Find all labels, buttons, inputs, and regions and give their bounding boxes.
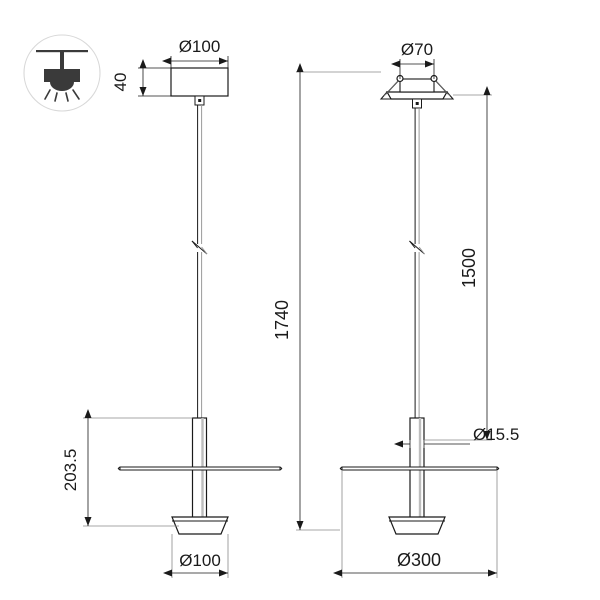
recessed-mount-view [339, 74, 500, 535]
label-disc-diameter: Ø300 [397, 550, 441, 570]
pendant-lamp-icon [23, 34, 101, 112]
label-suspension-length: 1500 [459, 248, 479, 288]
label-canopy-height: 40 [111, 73, 130, 92]
reflector-disc-right [339, 466, 500, 471]
dim-head-height [83, 409, 193, 527]
dim-canopy-height [138, 59, 171, 97]
break-symbol-left [191, 240, 208, 255]
label-shade-diameter: Ø100 [179, 551, 221, 570]
break-symbol-right [409, 240, 425, 255]
dim-recess-diameter [391, 59, 435, 79]
label-canopy-diameter: Ø100 [179, 37, 221, 56]
dim-disc-diameter [333, 470, 498, 578]
label-recess-diameter: Ø70 [401, 40, 433, 59]
label-total-height: 1740 [272, 300, 292, 340]
dimension-lines [83, 56, 498, 578]
label-head-height: 203.5 [61, 449, 80, 492]
dim-stem-diameter [394, 440, 470, 448]
reflector-disc-left [117, 466, 283, 471]
surface-mount-view [117, 67, 283, 535]
dim-canopy-diameter [162, 56, 229, 68]
shade-bowl-left [171, 516, 229, 535]
recessed-ceiling-plate [379, 74, 455, 109]
dim-suspension-length [424, 86, 492, 441]
shade-bowl-right [388, 516, 446, 535]
dim-total-height [296, 63, 381, 531]
label-stem-diameter: Ø15.5 [473, 425, 519, 444]
dim-shade-diameter [163, 534, 229, 578]
canopy-body [170, 67, 229, 97]
